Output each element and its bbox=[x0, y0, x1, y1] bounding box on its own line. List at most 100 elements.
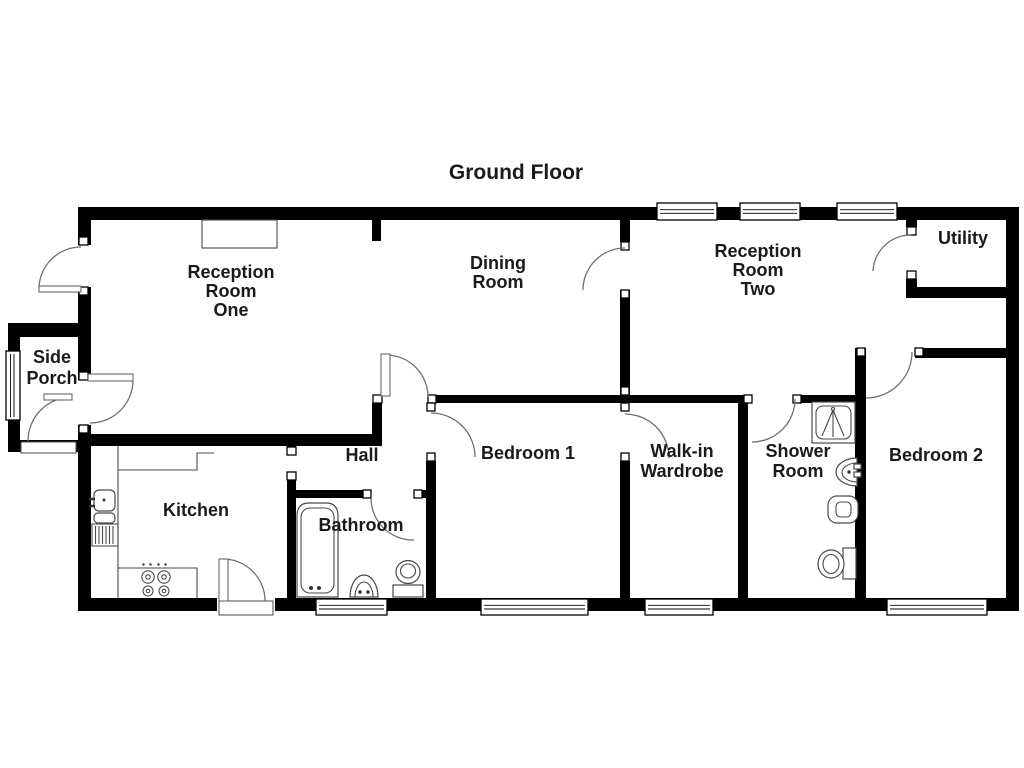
kitchen-exterior-door-arc bbox=[222, 558, 266, 602]
bathroom-door-arc bbox=[370, 497, 415, 541]
jamb bbox=[620, 386, 630, 396]
utility-door-arc bbox=[872, 234, 912, 272]
wall-dining-rec2-stub bbox=[620, 220, 630, 242]
jamb bbox=[78, 371, 89, 381]
room-label-shower-room: Shower bbox=[765, 441, 830, 461]
jamb bbox=[792, 394, 802, 404]
jamb bbox=[78, 424, 89, 434]
wall-hall-bedroom1-top bbox=[436, 395, 744, 403]
jamb bbox=[906, 226, 917, 236]
wall-stub-rec1-dining bbox=[372, 220, 381, 241]
jamb bbox=[426, 402, 436, 412]
room-label-bathroom: Bathroom bbox=[319, 515, 404, 535]
jamb bbox=[743, 394, 753, 404]
wall-bathroom-top-left bbox=[287, 490, 363, 498]
shower-room-toilet bbox=[817, 547, 857, 580]
fixtures bbox=[89, 219, 862, 598]
doors bbox=[20, 234, 913, 616]
bidet bbox=[827, 495, 859, 524]
shower-tray bbox=[811, 401, 856, 444]
kitchen-door-threshold bbox=[218, 600, 274, 616]
room-label-side-porch: Side bbox=[33, 347, 71, 367]
jamb bbox=[620, 452, 630, 462]
room-label-walk-in-wardrobe: Walk-in bbox=[650, 441, 713, 461]
room-label-utility: Utility bbox=[938, 228, 988, 248]
bathroom-fixtures bbox=[296, 502, 424, 598]
jamb bbox=[620, 289, 630, 299]
jamb bbox=[620, 241, 630, 251]
room-label-reception-two: Two bbox=[741, 279, 776, 299]
wall-dining-rec2 bbox=[620, 290, 630, 395]
door-jambs bbox=[78, 226, 924, 499]
window-side-porch bbox=[5, 350, 21, 421]
window-wardrobe bbox=[644, 598, 714, 616]
jamb bbox=[286, 471, 297, 481]
room-label-dining: Room bbox=[473, 272, 524, 292]
window-reception-two-3 bbox=[836, 202, 898, 221]
kitchen-fixtures bbox=[89, 446, 214, 598]
shower-room-door-arc bbox=[751, 398, 796, 443]
windows bbox=[5, 202, 988, 616]
kitchen-counter-bottom bbox=[118, 567, 198, 598]
bedroom1-door-arc bbox=[430, 412, 476, 458]
bathroom-toilet bbox=[392, 559, 424, 598]
front-door-arc bbox=[38, 246, 82, 290]
wall-shower-top bbox=[801, 395, 857, 403]
jamb bbox=[413, 489, 423, 499]
hall-dining-door-leaf bbox=[380, 353, 391, 397]
front-door-opening bbox=[76, 245, 93, 287]
window-bathroom bbox=[315, 598, 388, 616]
porch-exterior-door-leaf bbox=[43, 393, 73, 401]
bathroom-sink bbox=[349, 574, 379, 598]
porch-house-door-leaf bbox=[87, 373, 134, 382]
bathtub bbox=[296, 502, 339, 598]
wall-utility-bottom bbox=[906, 287, 1006, 298]
kitchen-counter-top bbox=[118, 452, 214, 471]
window-reception-two-2 bbox=[739, 202, 801, 221]
jamb bbox=[78, 236, 89, 246]
wall-east bbox=[1006, 207, 1019, 611]
wall-utility-stub bbox=[906, 220, 917, 227]
front-door-leaf bbox=[38, 285, 82, 293]
wall-wardrobe-shower bbox=[738, 403, 748, 598]
room-label-reception-two: Reception bbox=[714, 241, 801, 261]
room-label-walk-in-wardrobe: Wardrobe bbox=[640, 461, 723, 481]
jamb bbox=[362, 489, 372, 499]
window-bedroom2 bbox=[886, 598, 988, 616]
jamb bbox=[856, 347, 866, 357]
porch-door-threshold bbox=[20, 441, 77, 454]
kitchen-sink bbox=[89, 489, 116, 524]
room-label-bedroom-1: Bedroom 1 bbox=[481, 443, 575, 463]
labels: Ground Floor Reception Room One Dining R… bbox=[26, 161, 988, 535]
room-label-reception-one: Reception bbox=[187, 262, 274, 282]
room-label-shower-room: Room bbox=[773, 461, 824, 481]
room-label-side-porch: Porch bbox=[26, 368, 77, 388]
jamb bbox=[426, 452, 436, 462]
kitchen-drainer bbox=[91, 523, 119, 547]
room-label-hall: Hall bbox=[345, 445, 378, 465]
page-title: Ground Floor bbox=[449, 161, 583, 184]
jamb bbox=[286, 446, 297, 456]
stove bbox=[141, 563, 171, 597]
wall-bathroom-top-right bbox=[414, 490, 436, 498]
wall-bedroom2-top bbox=[915, 348, 1006, 358]
dining-rec2-door-arc bbox=[582, 247, 626, 291]
room-label-reception-one: One bbox=[213, 300, 248, 320]
porch-house-door-arc bbox=[89, 379, 134, 424]
window-bedroom1 bbox=[480, 598, 589, 616]
shower-room-sink bbox=[835, 457, 862, 487]
room-label-reception-one: Room bbox=[206, 281, 257, 301]
room-label-reception-two: Room bbox=[733, 260, 784, 280]
jamb bbox=[906, 270, 917, 280]
room-label-dining: Dining bbox=[470, 253, 526, 273]
room-label-kitchen: Kitchen bbox=[163, 500, 229, 520]
shower-room-fixtures bbox=[811, 401, 862, 580]
porch-wall-top bbox=[8, 323, 91, 337]
porch-door-opening bbox=[76, 380, 93, 425]
window-reception-two-1 bbox=[656, 202, 718, 221]
jamb bbox=[914, 347, 924, 357]
wall-hall-stub bbox=[372, 403, 382, 434]
bedroom2-door-arc bbox=[865, 351, 913, 399]
